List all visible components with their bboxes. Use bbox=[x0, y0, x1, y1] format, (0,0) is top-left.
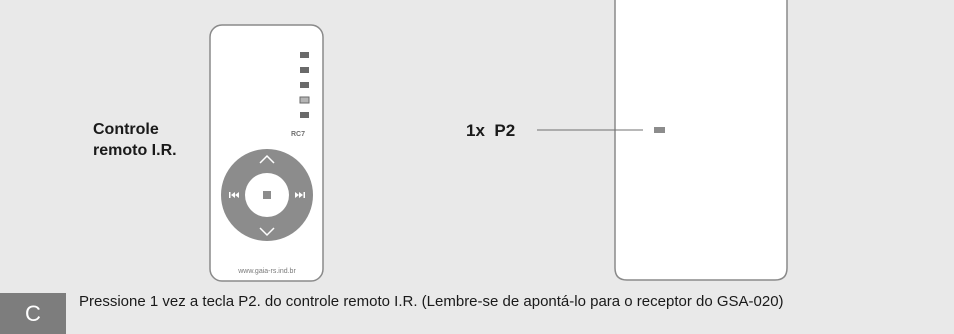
remote-label: Controle remoto I.R. bbox=[93, 121, 177, 159]
instruction-caption: Pressione 1 vez a tecla P2. do controle … bbox=[79, 293, 784, 310]
remote-button-3 bbox=[300, 82, 309, 88]
receiver-device bbox=[614, 0, 788, 281]
remote-model-label: RC7 bbox=[291, 131, 305, 138]
step-indicator: C bbox=[0, 293, 66, 334]
instruction-label: 1x P2 bbox=[466, 121, 516, 140]
remote-button-5 bbox=[300, 112, 309, 118]
remote-button-2 bbox=[300, 67, 309, 73]
remote-control: RC7 www.gaia-rs.ind.br bbox=[209, 24, 324, 282]
stop-icon bbox=[263, 191, 271, 199]
previous-track-icon bbox=[229, 192, 239, 198]
chevron-up-icon bbox=[259, 154, 275, 164]
next-track-icon bbox=[295, 192, 305, 198]
remote-button-1 bbox=[300, 52, 309, 58]
remote-button-p2 bbox=[299, 96, 310, 104]
remote-url: www.gaia-rs.ind.br bbox=[237, 268, 296, 275]
receiver-p2-indicator bbox=[654, 127, 665, 133]
chevron-down-icon bbox=[259, 227, 275, 237]
